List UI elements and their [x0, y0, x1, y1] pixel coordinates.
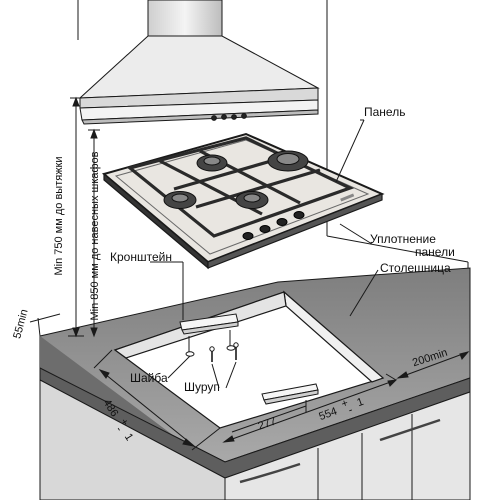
label-washer: Шайба: [130, 371, 168, 385]
dim-hood-750: Min 750 мм до вытяжки: [53, 156, 65, 276]
dim-hood-850: Min 850 мм до навесных шкафов: [89, 151, 101, 321]
label-bracket: Кронштейн: [110, 250, 172, 264]
burners: [163, 150, 309, 209]
label-seal-line2: панели: [415, 245, 455, 259]
dim-width-tol-minus: -: [346, 404, 355, 417]
dimension-lines: [29, 96, 470, 451]
leader-lines: [150, 119, 379, 389]
label-countertop: Столешница: [380, 261, 451, 275]
mounting-brackets: [179, 313, 319, 405]
label-panel: Панель: [364, 105, 406, 119]
gas-hob: [101, 132, 385, 270]
range-hood: [78, 0, 320, 125]
label-seal-line1: Уплотнение: [370, 232, 436, 246]
label-screw: Шуруп: [184, 380, 220, 394]
control-knobs: [242, 211, 305, 240]
countertop: [39, 267, 471, 500]
dim-depth-tol-minus: -: [112, 424, 125, 434]
